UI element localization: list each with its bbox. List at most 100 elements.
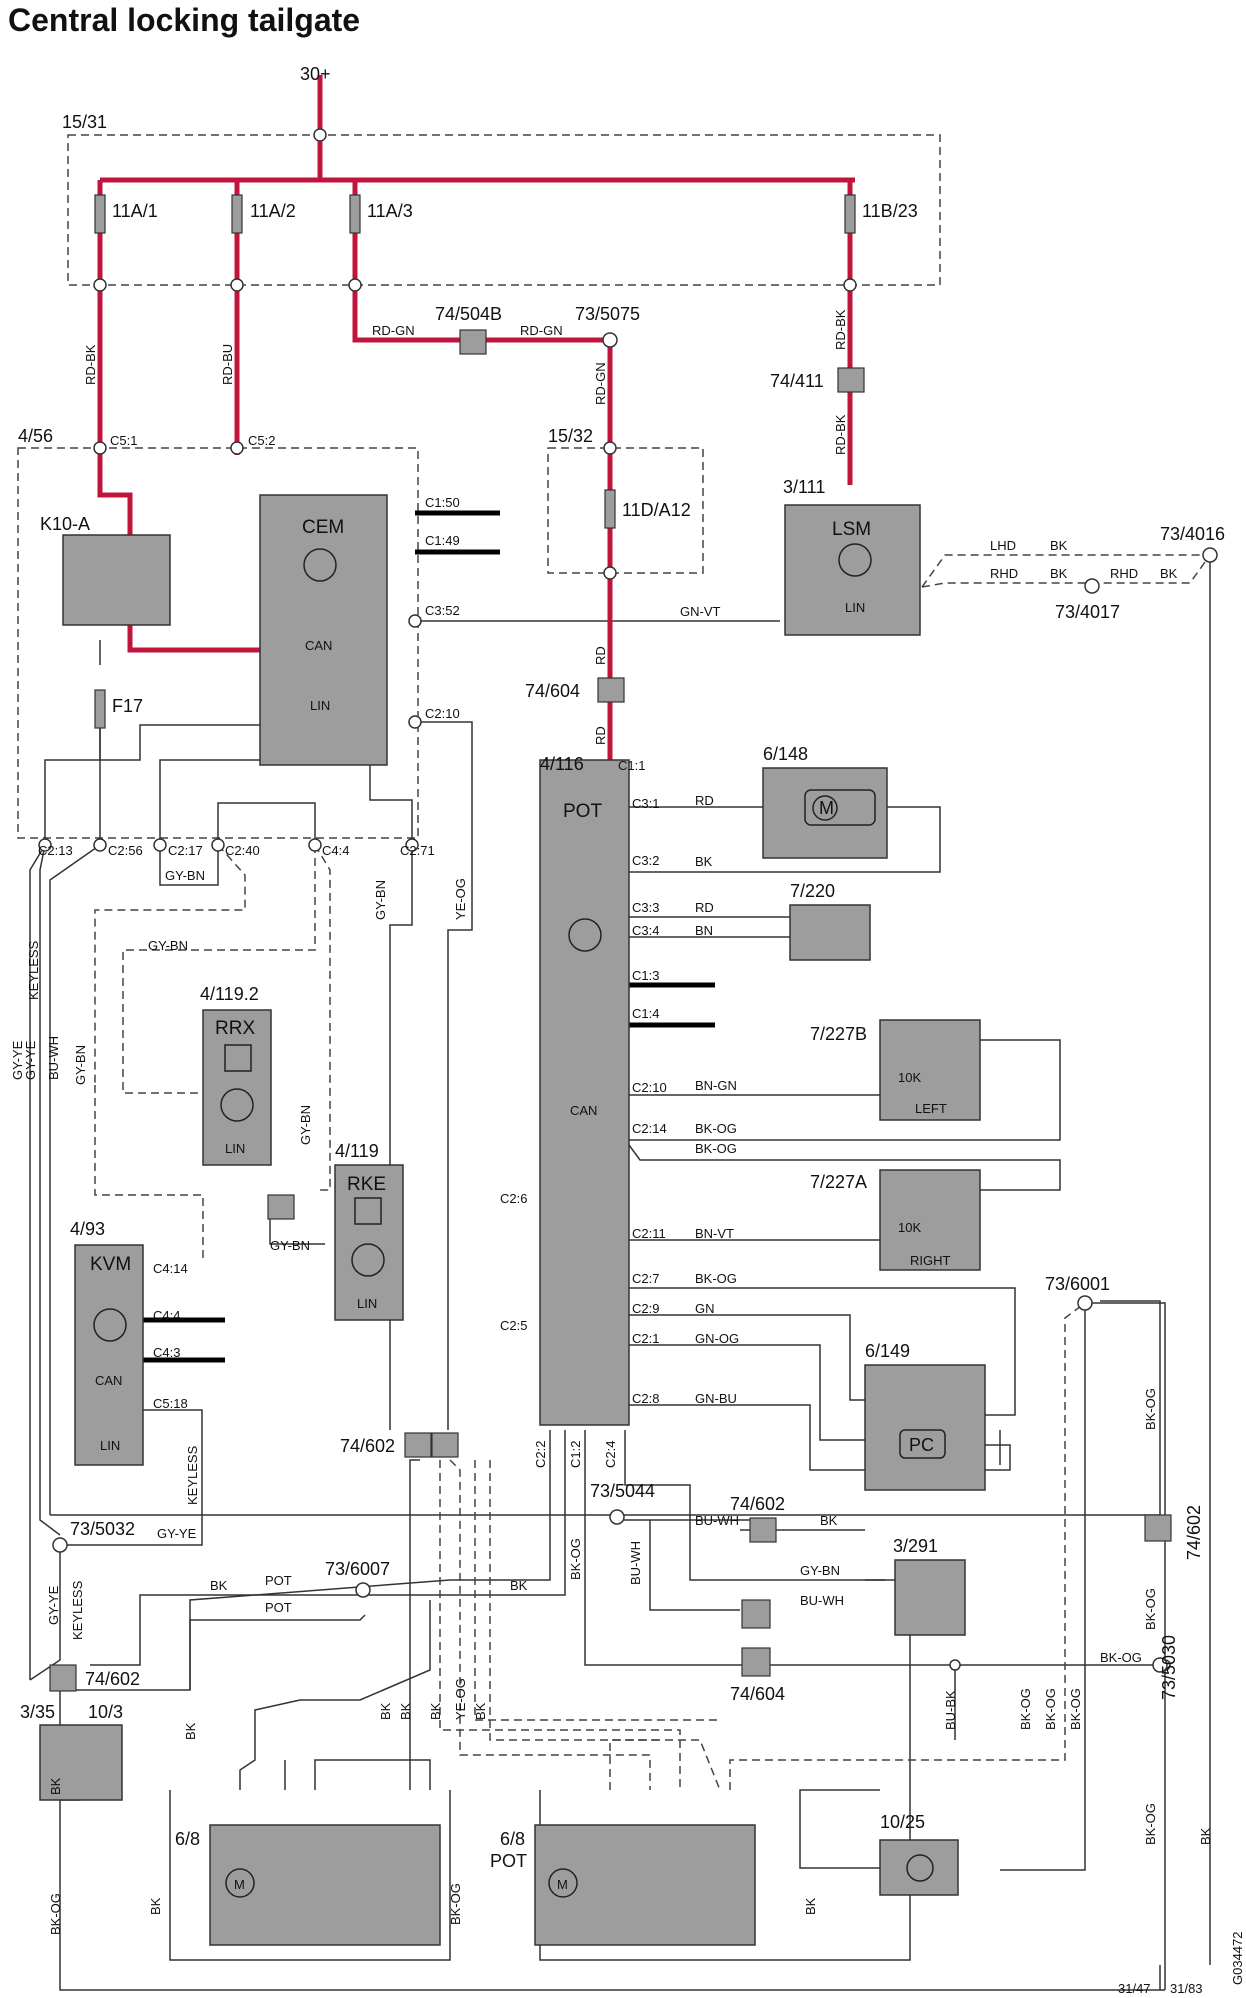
diagram-label: GY-BN xyxy=(148,938,188,953)
fuse-label-11a1: 11A/1 xyxy=(112,201,158,221)
rke-module xyxy=(334,1164,404,1321)
kvm-title: KVM xyxy=(90,1254,131,1275)
diagram-label: C2:8 xyxy=(632,1391,659,1406)
diagram-label: GY-BN xyxy=(800,1563,840,1578)
relay-label: K10-A xyxy=(40,514,90,534)
diagram-label: BK-OG xyxy=(695,1271,737,1286)
sw103-id: 10/3 xyxy=(88,1702,123,1722)
diagram-label: GY-BN xyxy=(73,1045,88,1085)
diagram-label: GY-BN xyxy=(165,868,205,883)
diagram-label: C2:4 xyxy=(603,1441,618,1468)
lsm-id: 3/111 xyxy=(783,477,825,497)
lamp-10-25 xyxy=(879,1839,959,1896)
fuse-f17 xyxy=(94,689,106,729)
diagram-label: GY-YE xyxy=(46,1585,61,1625)
diagram-label: C2:71 xyxy=(400,843,435,858)
fusebox-label: 15/31 xyxy=(62,112,107,132)
diagram-label: BK xyxy=(1050,538,1068,553)
diagram-label: C1:4 xyxy=(632,1006,659,1021)
diagram-label: BK xyxy=(1050,566,1068,581)
diagram-label: BU-WH xyxy=(628,1541,643,1585)
switch-right: RIGHT xyxy=(910,1253,951,1268)
switch-7-227a xyxy=(879,1169,981,1271)
diagram-label: BK-OG xyxy=(448,1883,463,1925)
diagram-label: GN xyxy=(695,1301,715,1316)
fusebox2-label: 15/32 xyxy=(548,426,593,446)
splice-5032: 73/5032 xyxy=(70,1519,135,1539)
diagram-label: BK-OG xyxy=(1143,1803,1158,1845)
diagram-label: BN-GN xyxy=(695,1078,737,1093)
diagram-label: C2:10 xyxy=(425,706,460,721)
diagram-label: BK xyxy=(428,1702,443,1720)
lock-m: M xyxy=(234,1877,245,1892)
diagram-label: BK xyxy=(473,1702,488,1720)
diagram-label: BN xyxy=(695,923,713,938)
pc-6-149 xyxy=(864,1364,986,1491)
diagram-label: C3:2 xyxy=(632,853,659,868)
rke-title: RKE xyxy=(347,1174,386,1195)
fuse-11a3 xyxy=(349,194,361,234)
diagram-label: RD-BK xyxy=(833,414,848,455)
diagram-label: 31/47 xyxy=(1118,1981,1151,1996)
lsm-lin: LIN xyxy=(845,600,865,615)
cem-lin: LIN xyxy=(310,698,330,713)
inline-connectors xyxy=(49,329,1172,1692)
cem-can: CAN xyxy=(305,638,332,653)
diagram-label: C2:13 xyxy=(38,843,73,858)
switch-left: LEFT xyxy=(915,1101,947,1116)
diagram-label: C1:2 xyxy=(568,1441,583,1468)
fuse-11a1 xyxy=(94,194,106,234)
diagram-label: BK xyxy=(148,1897,163,1915)
motor-m: M xyxy=(819,798,834,818)
diagram-label: C2:9 xyxy=(632,1301,659,1316)
supply-label: 30+ xyxy=(300,64,331,84)
sw335-id: 3/35 xyxy=(20,1702,55,1722)
diagram-label: C5:1 xyxy=(110,433,137,448)
sw3291-id: 3/291 xyxy=(893,1536,938,1556)
lock68pot-pot: POT xyxy=(490,1851,527,1871)
diagram-label: C4:4 xyxy=(153,1308,180,1323)
diagram-label: BU-WH xyxy=(695,1513,739,1528)
splice-5075: 73/5075 xyxy=(575,304,640,324)
fuse-11da12 xyxy=(604,489,616,529)
diagram-label: BK xyxy=(48,1777,63,1795)
diagram-label: BK-OG xyxy=(695,1121,737,1136)
diagram-label: C1:3 xyxy=(632,968,659,983)
switch-7-227b xyxy=(879,1019,981,1121)
diagram-label: BK xyxy=(820,1513,838,1528)
lsm-title: LSM xyxy=(832,519,871,540)
diagram-label: BK-OG xyxy=(1143,1588,1158,1630)
fuse-label-f17: F17 xyxy=(112,696,143,716)
diagram-label: C1:1 xyxy=(618,758,645,773)
cem-title: CEM xyxy=(302,517,344,538)
diagram-label: GY-YE xyxy=(157,1526,197,1541)
lamp1025-id: 10/25 xyxy=(880,1812,925,1832)
rke-lin: LIN xyxy=(357,1296,377,1311)
diagram-label: GY-BN xyxy=(298,1105,313,1145)
diagram-label: YE-OG xyxy=(453,878,468,920)
diagram-label: G034472 xyxy=(1230,1932,1245,1986)
diagram-label: BK-OG xyxy=(1068,1688,1083,1730)
rrx-id: 4/119.2 xyxy=(200,984,259,1004)
conn-602-d: 74/602 xyxy=(85,1669,140,1689)
switch-3-35 xyxy=(39,1724,123,1801)
splice-5044: 73/5044 xyxy=(590,1481,655,1501)
conn-504b: 74/504B xyxy=(435,304,502,324)
diagram-label: C2:40 xyxy=(225,843,260,858)
lock68-id: 6/8 xyxy=(175,1829,200,1849)
fuses xyxy=(94,194,856,729)
diagram-label: BK xyxy=(695,854,713,869)
diagram-label: BK-OG xyxy=(568,1538,583,1580)
diagram-label: RD xyxy=(695,793,714,808)
diagram-label: RD xyxy=(593,646,608,665)
diagram-label: C4:14 xyxy=(153,1261,188,1276)
diagram-label: RD-BU xyxy=(220,344,235,385)
fuse-label-11b23: 11B/23 xyxy=(862,201,918,221)
diagram-label: C4:4 xyxy=(322,843,349,858)
diagram-label: BK xyxy=(803,1897,818,1915)
pot-id: 4/116 xyxy=(540,754,584,774)
diagram-label: RHD xyxy=(990,566,1018,581)
diagram-label: C3:1 xyxy=(632,796,659,811)
diagram-label: GY-BN xyxy=(270,1238,310,1253)
